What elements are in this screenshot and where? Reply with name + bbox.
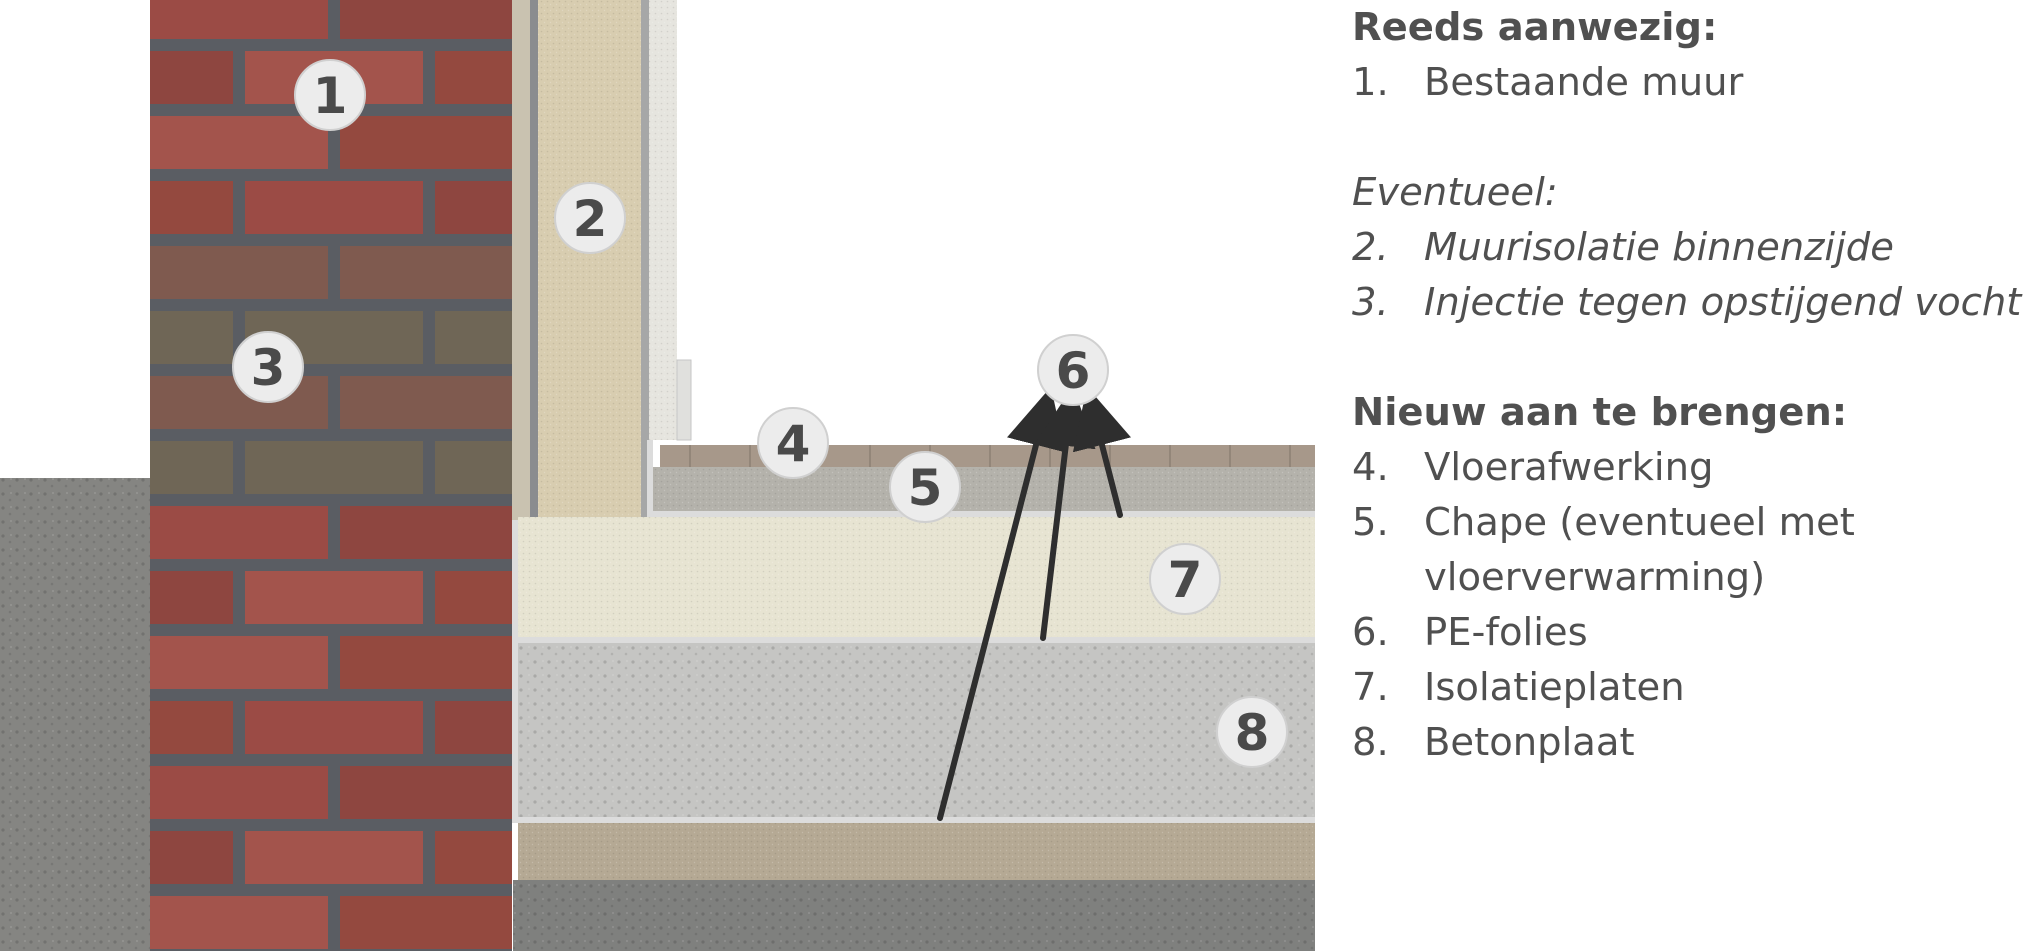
brick: [340, 376, 512, 429]
badge-8: 8: [1216, 696, 1288, 768]
legend-item-text: Muurisolatie binnenzijde: [1424, 225, 1894, 270]
legend: Reeds aanwezig: 1. Bestaande muur Eventu…: [1352, 0, 2022, 770]
legend-item-5-continued: vloerverwarming): [1352, 550, 2022, 605]
sand-bed: [518, 823, 1315, 880]
badge-1: 1: [294, 59, 366, 131]
legend-item-1: 1. Bestaande muur: [1352, 55, 2022, 110]
legend-item-text: Vloerafwerking: [1424, 445, 1714, 490]
legend-item-8: 8. Betonplaat: [1352, 715, 2022, 770]
brick: [245, 441, 423, 494]
legend-item-number: 8.: [1352, 720, 1389, 765]
badge-3: 3: [232, 331, 304, 403]
legend-item-7: 7. Isolatieplaten: [1352, 660, 2022, 715]
brick: [435, 181, 512, 234]
concrete-slab: [518, 643, 1315, 817]
legend-item-number: 6.: [1352, 610, 1389, 655]
brick: [150, 831, 233, 884]
brick: [150, 311, 233, 364]
legend-item-text: Injectie tegen opstijgend vocht: [1424, 280, 2022, 325]
svg-text:6: 6: [1056, 342, 1091, 400]
badge-7: 7: [1149, 543, 1221, 615]
svg-text:4: 4: [776, 415, 811, 473]
brick: [150, 0, 328, 39]
brick: [150, 636, 328, 689]
badge-2: 2: [554, 182, 626, 254]
arrow-to-middle-foil: [1035, 386, 1096, 641]
brick: [340, 116, 512, 169]
floor-construction-diagram: 1 2 3 4 5 6 7 8: [0, 0, 1315, 951]
legend-item-5: 5. Chape (eventueel met: [1352, 495, 2022, 550]
arrow-to-upper-foil: [1072, 386, 1132, 518]
brick: [340, 0, 512, 39]
legend-item-text: Betonplaat: [1424, 720, 1635, 765]
badge-5: 5: [889, 451, 961, 523]
brick: [245, 181, 423, 234]
arrow-to-lower-foil: [937, 386, 1066, 821]
legend-item-3: 3. Injectie tegen opstijgend vocht: [1352, 275, 2022, 330]
legend-item-2: 2. Muurisolatie binnenzijde: [1352, 220, 2022, 275]
brick: [340, 506, 512, 559]
legend-item-number: 5.: [1352, 500, 1389, 545]
legend-item-text: Isolatieplaten: [1424, 665, 1685, 710]
legend-item-number: 1.: [1352, 60, 1389, 105]
legend-heading-new: Nieuw aan te brengen:: [1352, 390, 1848, 435]
brick: [435, 701, 512, 754]
svg-text:7: 7: [1168, 551, 1203, 609]
brick: [150, 701, 233, 754]
brick: [150, 571, 233, 624]
brick: [340, 766, 512, 819]
legend-item-text: Bestaande muur: [1424, 60, 1744, 105]
existing-brick-wall: [150, 0, 512, 951]
brick: [435, 441, 512, 494]
brick: [340, 246, 512, 299]
svg-text:3: 3: [251, 339, 286, 397]
legend-item-6: 6. PE-folies: [1352, 605, 2022, 660]
brick: [150, 896, 328, 949]
brick: [435, 51, 512, 104]
brick: [150, 51, 233, 104]
brick: [435, 571, 512, 624]
ground: [0, 478, 1315, 951]
brick: [340, 896, 512, 949]
brick: [150, 766, 328, 819]
brick: [245, 831, 423, 884]
legend-item-number: 4.: [1352, 445, 1389, 490]
legend-item-text: PE-folies: [1424, 610, 1588, 655]
number-badges: 1 2 3 4 5 6 7 8: [232, 59, 1288, 768]
svg-text:8: 8: [1235, 704, 1270, 762]
screed: [650, 467, 1315, 512]
brick: [340, 636, 512, 689]
legend-heading-optional: Eventueel:: [1352, 170, 1558, 215]
wall-insulation: [512, 0, 692, 520]
legend-item-4: 4. Vloerafwerking: [1352, 440, 2022, 495]
pe-foil-arrows: [937, 386, 1132, 821]
legend-item-number: 3.: [1352, 280, 1389, 325]
legend-item-text: Chape (eventueel met: [1424, 500, 1855, 545]
brick: [245, 571, 423, 624]
pe-foil: [512, 440, 1315, 823]
brick: [435, 311, 512, 364]
brick: [150, 506, 328, 559]
svg-text:2: 2: [573, 190, 608, 248]
legend-item-number: 7.: [1352, 665, 1389, 710]
badge-4: 4: [757, 407, 829, 479]
svg-text:1: 1: [313, 67, 348, 125]
brick: [150, 441, 233, 494]
brick: [150, 246, 328, 299]
badge-6: 6: [1037, 334, 1109, 406]
brick: [245, 701, 423, 754]
legend-item-number: 2.: [1352, 225, 1389, 270]
brick: [150, 181, 233, 234]
legend-item-text: vloerverwarming): [1424, 555, 1766, 600]
svg-text:5: 5: [908, 459, 943, 517]
brick: [435, 831, 512, 884]
legend-heading-existing: Reeds aanwezig:: [1352, 5, 1718, 50]
brick: [150, 116, 328, 169]
